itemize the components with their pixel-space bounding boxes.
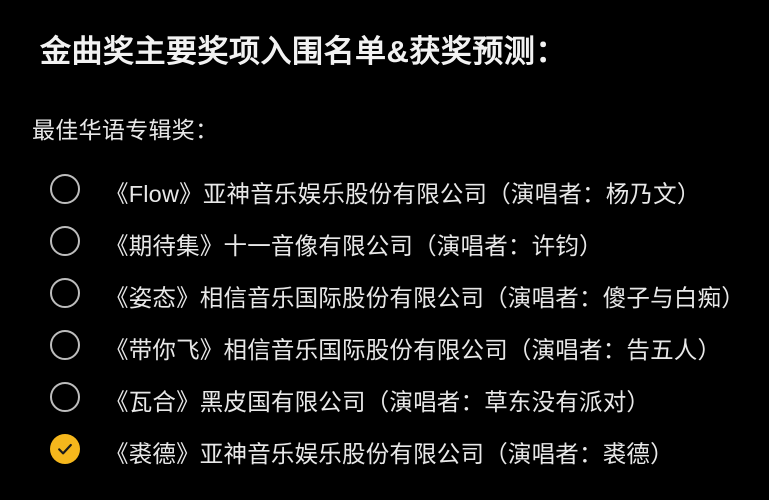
nominee-label: 《期待集》十一音像有限公司（演唱者：许钧）: [105, 233, 603, 259]
nominee-row[interactable]: 《姿态》相信音乐国际股份有限公司（演唱者：傻子与白痴）: [0, 272, 769, 324]
nominee-row[interactable]: 《期待集》十一音像有限公司（演唱者：许钧）: [0, 220, 769, 272]
check-circle-icon[interactable]: [50, 434, 80, 464]
nominee-row[interactable]: 《Flow》亚神音乐娱乐股份有限公司（演唱者：杨乃文）: [0, 168, 769, 220]
radio-unchecked-icon[interactable]: [50, 174, 80, 204]
radio-unchecked-icon[interactable]: [50, 278, 80, 308]
radio-unchecked-icon[interactable]: [50, 382, 80, 412]
page-title: 金曲奖主要奖项入围名单&获奖预测：: [40, 34, 567, 69]
nominee-row[interactable]: 《裘德》亚神音乐娱乐股份有限公司（演唱者：裘德）: [0, 428, 769, 480]
radio-unchecked-icon[interactable]: [50, 226, 80, 256]
nominee-label: 《裘德》亚神音乐娱乐股份有限公司（演唱者：裘德）: [105, 441, 674, 467]
nominee-list: 《Flow》亚神音乐娱乐股份有限公司（演唱者：杨乃文） 《期待集》十一音像有限公司…: [0, 168, 769, 480]
nominee-label: 《Flow》亚神音乐娱乐股份有限公司（演唱者：杨乃文）: [105, 181, 701, 207]
nominee-label: 《姿态》相信音乐国际股份有限公司（演唱者：傻子与白痴）: [105, 285, 745, 311]
section-label-best-mandarin-album: 最佳华语专辑奖：: [32, 117, 219, 143]
nominee-label: 《瓦合》黑皮国有限公司（演唱者：草东没有派对）: [105, 389, 651, 415]
nominee-label: 《带你飞》相信音乐国际股份有限公司（演唱者：告五人）: [105, 337, 722, 363]
nominee-row[interactable]: 《带你飞》相信音乐国际股份有限公司（演唱者：告五人）: [0, 324, 769, 376]
nominee-row[interactable]: 《瓦合》黑皮国有限公司（演唱者：草东没有派对）: [0, 376, 769, 428]
radio-unchecked-icon[interactable]: [50, 330, 80, 360]
